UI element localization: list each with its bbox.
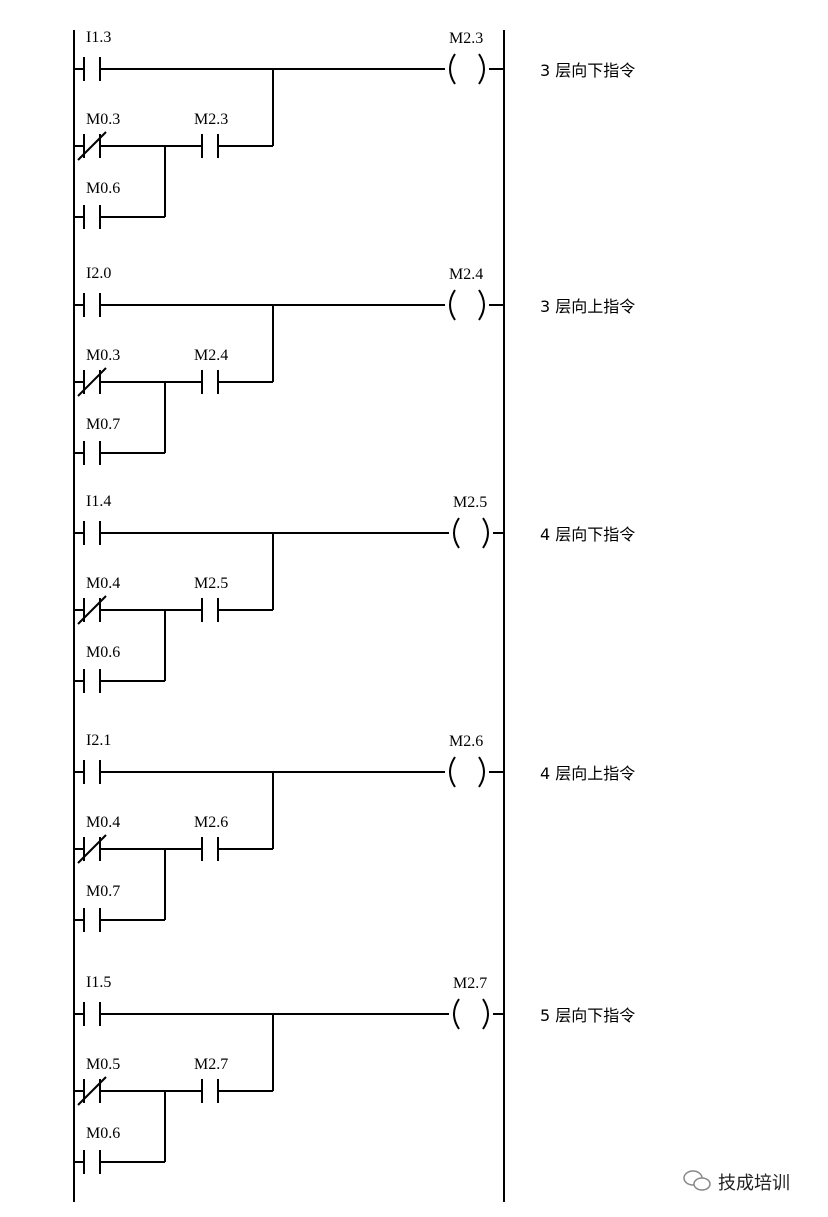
no-contact: [83, 1150, 101, 1174]
rung-comment: 3 层向上指令: [540, 297, 635, 316]
coil-label: M2.7: [453, 975, 487, 992]
rung-comment: 4 层向下指令: [540, 525, 635, 544]
coil-label: M2.3: [449, 30, 483, 47]
coil-label: M2.5: [453, 494, 487, 511]
main-contact-label: I1.4: [86, 493, 111, 510]
rung-comment: 5 层向下指令: [540, 1006, 635, 1025]
main-contact-label: I1.5: [86, 974, 111, 991]
main-contact-label: I1.3: [86, 29, 111, 46]
coil-label: M2.4: [449, 266, 483, 283]
output-coil: [449, 53, 485, 85]
seal-contact-label: M2.6: [194, 814, 228, 831]
output-coil: [449, 289, 485, 321]
output-coil: [453, 998, 489, 1030]
nc-contact-label: M0.5: [86, 1056, 120, 1073]
seal-contact-label: M2.5: [194, 575, 228, 592]
seal-contact-label: M2.7: [194, 1056, 228, 1073]
main-contact-label: I2.1: [86, 732, 111, 749]
nc-contact-label: M0.4: [86, 814, 120, 831]
watermark-text: 技成培训: [718, 1173, 790, 1194]
wechat-icon: [683, 1170, 711, 1191]
output-coil: [449, 756, 485, 788]
nc-contact-label: M0.3: [86, 347, 120, 364]
seal-contact: [201, 598, 219, 622]
nc-contact-label: M0.3: [86, 111, 120, 128]
seal-contact: [201, 1079, 219, 1103]
no-contact-label: M0.6: [86, 644, 120, 661]
coil-label: M2.6: [449, 733, 483, 750]
no-contact-label: M0.7: [86, 883, 120, 900]
seal-contact-label: M2.3: [194, 111, 228, 128]
output-coil: [453, 517, 489, 549]
nc-contact-label: M0.4: [86, 575, 120, 592]
seal-contact: [201, 134, 219, 158]
seal-contact: [201, 370, 219, 394]
no-contact-label: M0.7: [86, 416, 120, 433]
main-contact: [83, 293, 101, 317]
no-contact: [83, 908, 101, 932]
main-contact: [83, 521, 101, 545]
no-contact: [83, 441, 101, 465]
no-contact-label: M0.6: [86, 180, 120, 197]
no-contact-label: M0.6: [86, 1125, 120, 1142]
rung-comment: 4 层向上指令: [540, 764, 635, 783]
no-contact: [83, 669, 101, 693]
no-contact: [83, 205, 101, 229]
seal-contact: [201, 837, 219, 861]
main-contact: [83, 57, 101, 81]
watermark: 技成培训: [683, 1170, 790, 1194]
main-contact: [83, 760, 101, 784]
rung-comment: 3 层向下指令: [540, 61, 635, 80]
main-contact-label: I2.0: [86, 265, 111, 282]
main-contact: [83, 1002, 101, 1026]
seal-contact-label: M2.4: [194, 347, 228, 364]
